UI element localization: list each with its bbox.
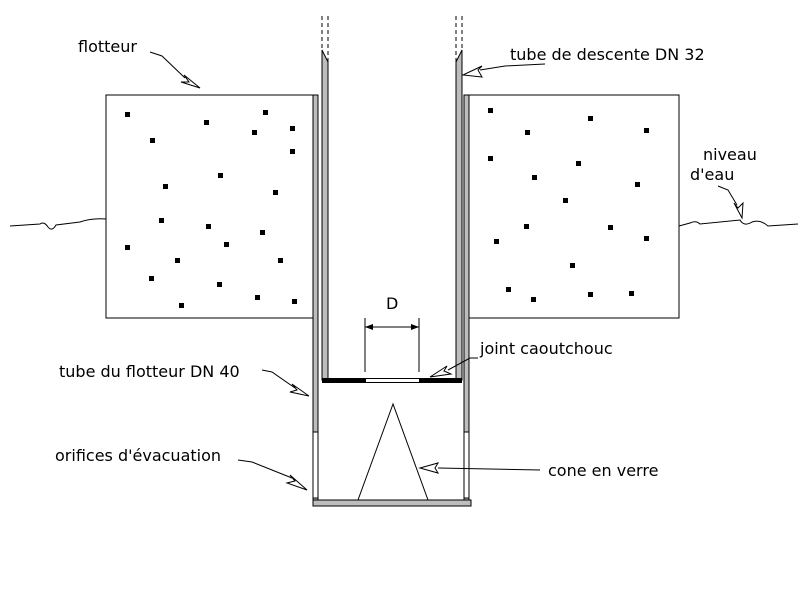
float-tube [312, 94, 472, 507]
water-level-right [678, 219, 799, 227]
drain-orifice-left [312, 431, 319, 499]
label-cone: cone en verre [548, 461, 658, 480]
drain-orifice-right [463, 431, 470, 499]
float-block-left [105, 94, 316, 319]
label-niveau: niveau [703, 145, 757, 164]
water-level-left [9, 218, 107, 230]
glass-cone [357, 402, 429, 501]
float-texture-right [488, 108, 649, 302]
dimension-d [364, 318, 420, 372]
float-texture-left [125, 110, 297, 308]
label-tube-flotteur: tube du flotteur DN 40 [59, 362, 240, 381]
label-flotteur: flotteur [78, 37, 137, 56]
descent-tube [321, 16, 463, 381]
dimension-d-label: D [386, 294, 398, 313]
label-deau: d'eau [690, 165, 734, 184]
label-joint: joint caoutchouc [479, 339, 613, 358]
label-orifices: orifices d'évacuation [55, 446, 221, 465]
rubber-gasket [322, 378, 462, 383]
leader-lines [149, 51, 744, 491]
float-block-right [466, 94, 680, 319]
label-tube-descente: tube de descente DN 32 [510, 45, 705, 64]
